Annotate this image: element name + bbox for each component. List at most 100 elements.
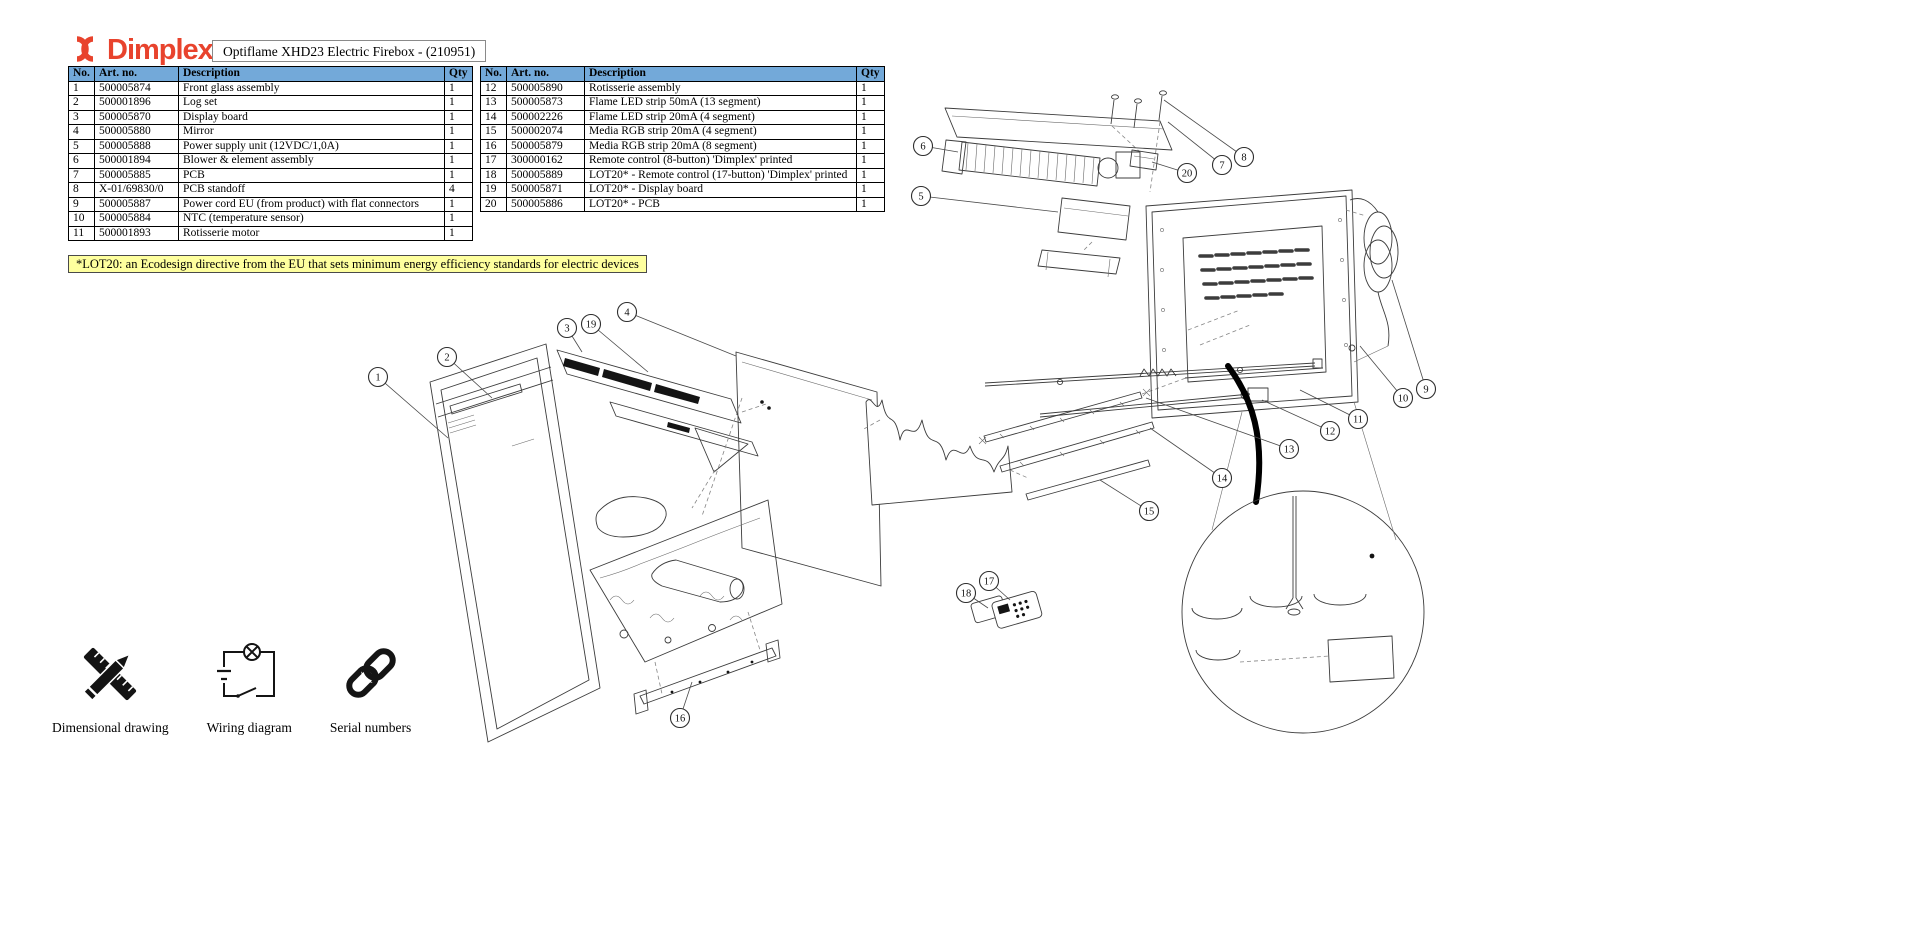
table-cell: 2: [68, 95, 95, 111]
table-cell: 500005887: [94, 196, 179, 212]
table-cell: 500005884: [94, 211, 179, 227]
callout-8: [1233, 146, 1255, 168]
callout-number: 13: [1284, 445, 1295, 456]
table-cell: 500001896: [94, 95, 179, 111]
callout-leader-4: [626, 311, 737, 357]
table-cell: 12: [480, 80, 507, 96]
callout-16: [669, 707, 691, 729]
callout-number: 7: [1219, 161, 1224, 172]
table-cell: 500005886: [506, 196, 585, 212]
table-cell: Power supply unit (12VDC/1,0A): [178, 138, 445, 154]
flame-baffle-part: [861, 399, 1029, 506]
dimensional-drawing-link[interactable]: Dimensional drawing: [52, 638, 169, 736]
callout-leader-1: [377, 376, 449, 439]
callout-15: [1138, 500, 1160, 522]
wiring-diagram-link[interactable]: Wiring diagram: [207, 638, 292, 736]
table-cell: 1: [856, 138, 885, 154]
table-cell: 1: [444, 167, 473, 183]
table-header-row: No. Art. no. Description Qty: [480, 66, 885, 82]
callout-number: 15: [1144, 507, 1155, 518]
table-cell: 500005874: [94, 80, 179, 96]
mirror-part: [691, 351, 882, 587]
table-cell: Flame LED strip 20mA (4 segment): [584, 109, 857, 125]
col-art: Art. no.: [506, 66, 585, 82]
legend-label: Dimensional drawing: [52, 720, 169, 735]
table-cell: 13: [480, 95, 507, 111]
power-cord-part: [1345, 198, 1399, 363]
callout-number: 8: [1241, 153, 1246, 164]
table-cell: Remote control (8-button) 'Dimplex' prin…: [584, 153, 857, 169]
col-art: Art. no.: [94, 66, 179, 82]
magnifier-detail: [1181, 401, 1425, 734]
callout-number: 12: [1325, 427, 1336, 438]
page-title: Optiflame XHD23 Electric Firebox - (2109…: [212, 40, 487, 62]
power-supply-part: [1037, 197, 1131, 278]
table-cell: 500005873: [506, 95, 585, 111]
media-strip-part: [633, 639, 781, 715]
table-cell: Rotisserie motor: [178, 225, 445, 241]
callout-number: 10: [1398, 394, 1409, 405]
callout-number: 16: [675, 714, 686, 725]
legend-label: Wiring diagram: [206, 720, 292, 735]
log-set-part: [589, 496, 783, 695]
table-cell: 500005870: [94, 109, 179, 125]
table-cell: Front glass assembly: [178, 80, 445, 96]
table-cell: 1: [856, 109, 885, 125]
table-cell: 500005890: [506, 80, 585, 96]
callout-number: 9: [1423, 385, 1428, 396]
chain-link-icon: [345, 645, 398, 698]
serial-numbers-link[interactable]: Serial numbers: [330, 638, 411, 736]
table-cell: 1: [444, 211, 473, 227]
col-qty: Qty: [444, 66, 473, 82]
table-cell: Power cord EU (from product) with flat c…: [178, 196, 445, 212]
callout-number: 2: [444, 353, 449, 364]
table-cell: 1: [444, 196, 473, 212]
table-cell: 19: [480, 182, 507, 198]
table-cell: Media RGB strip 20mA (8 segment): [584, 138, 857, 154]
table-cell: LOT20* - Display board: [584, 182, 857, 198]
firebox-housing-part: [1145, 189, 1359, 505]
callout-number: 20: [1182, 169, 1193, 180]
table-cell: PCB: [178, 167, 445, 183]
table-cell: 1: [856, 95, 885, 111]
callout-17: [978, 570, 1000, 592]
col-no: No.: [480, 66, 507, 82]
circuit-icon: [217, 643, 276, 701]
callout-20: [1176, 162, 1198, 184]
table-cell: 16: [480, 138, 507, 154]
front-glass-part: [429, 343, 601, 743]
remote-controls-part: [970, 590, 1043, 629]
callout-leader-2: [446, 356, 493, 399]
table-cell: 1: [444, 225, 473, 241]
callout-3: [556, 317, 578, 339]
callout-13: [1278, 438, 1300, 460]
callout-leader-13: [1145, 397, 1290, 450]
table-cell: 1: [856, 196, 885, 212]
table-cell: 1: [856, 182, 885, 198]
table-cell: Media RGB strip 20mA (4 segment): [584, 124, 857, 140]
callout-leader-7: [1167, 121, 1223, 166]
table-cell: 4: [68, 124, 95, 140]
table-cell: NTC (temperature sensor): [178, 211, 445, 227]
table-cell: 1: [856, 153, 885, 169]
lot20-note: *LOT20: an Ecodesign directive from the …: [68, 255, 647, 273]
table-cell: 8: [68, 182, 95, 198]
callout-number: 19: [586, 320, 597, 331]
callout-10: [1392, 387, 1414, 409]
callout-2: [436, 346, 458, 368]
callout-12: [1319, 420, 1341, 442]
table-cell: 11: [68, 225, 95, 241]
callout-number: 11: [1353, 415, 1363, 426]
